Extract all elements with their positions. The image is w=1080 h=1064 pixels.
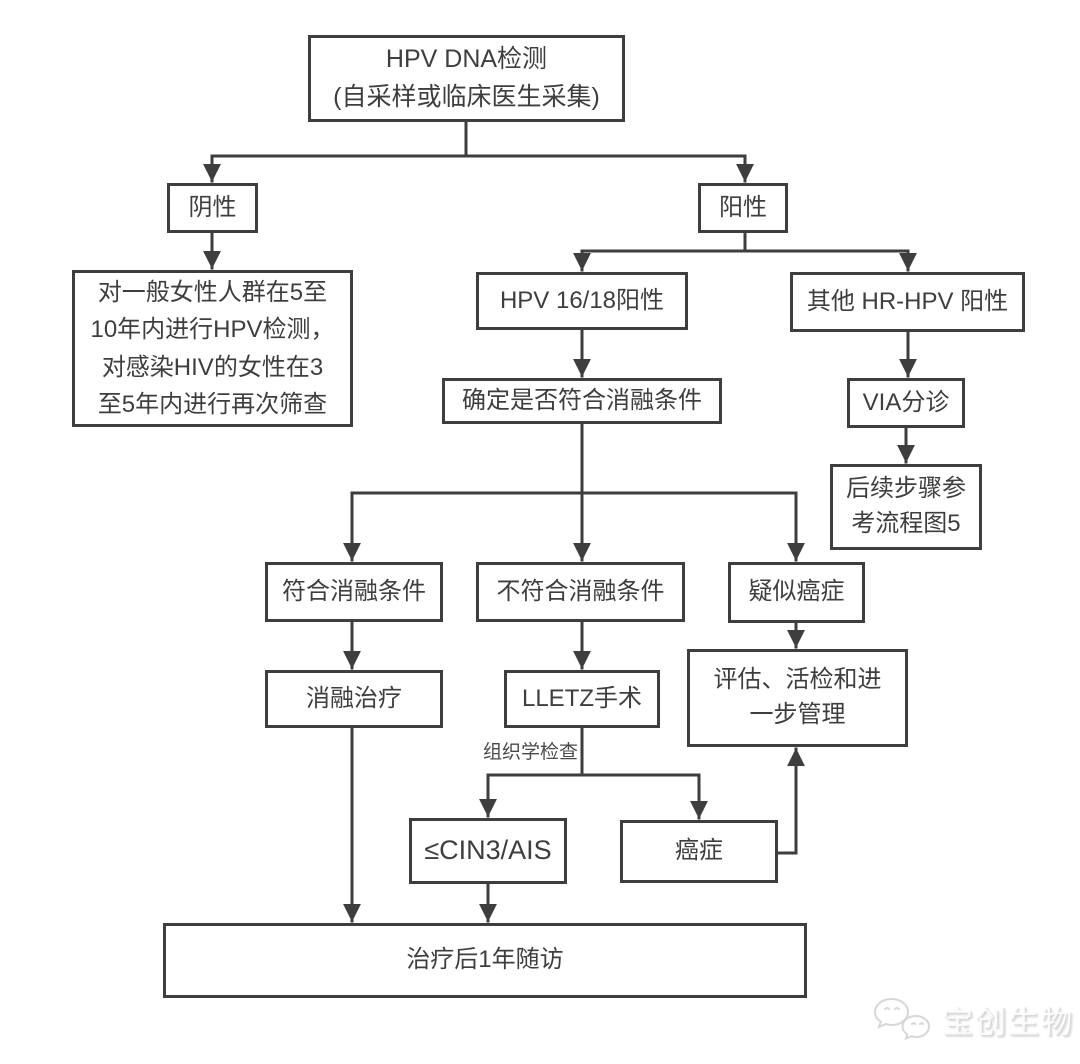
watermark: 宝创生物 — [872, 995, 1074, 1043]
connector-lines — [203, 120, 917, 923]
node-cin3-ais: ≤CIN3/AIS — [409, 818, 567, 884]
node-line: 后续步骤参 — [846, 475, 966, 503]
node-other-hr-hpv-positive: 其他 HR-HPV 阳性 — [790, 272, 1025, 332]
node-followup-1-year: 治疗后1年随访 — [163, 923, 807, 998]
node-lletz-surgery: LLETZ手术 — [504, 670, 660, 728]
wechat-bubbles-icon — [873, 997, 931, 1041]
node-line: 考流程图5 — [851, 510, 961, 537]
node-cancer: 癌症 — [620, 820, 778, 883]
node-hpv-16-18-positive: HPV 16/18阳性 — [476, 272, 688, 330]
node-not-eligible-for-ablation: 不符合消融条件 — [476, 562, 685, 622]
node-line: 评估、活检和进 — [713, 666, 882, 694]
node-suspected-cancer: 疑似癌症 — [728, 562, 865, 623]
node-via-triage: VIA分诊 — [847, 378, 965, 428]
node-ablation-eligibility-check: 确定是否符合消融条件 — [442, 378, 722, 424]
watermark-label: 宝创生物 — [942, 1004, 1074, 1040]
node-negative-followup: 对一般女性人群在5至 10年内进行HPV检测， 对感染HIV的女性在3 至5年内… — [72, 270, 353, 427]
node-ablation-treatment: 消融治疗 — [265, 670, 443, 728]
node-hpv-dna-test: HPV DNA检测 (自采样或临床医生采集) — [308, 35, 625, 122]
node-positive: 阳性 — [698, 183, 788, 233]
node-line: 至5年内进行再次筛查 — [97, 390, 328, 418]
node-line: 对感染HIV的女性在3 — [101, 353, 324, 381]
node-evaluation-biopsy-management: 评估、活检和进 一步管理 — [687, 649, 908, 747]
node-line: 对一般女性人群在5至 — [97, 279, 328, 307]
edge-label-histology: 组织学检查 — [482, 742, 578, 763]
node-next-steps-ref: 后续步骤参 考流程图5 — [830, 464, 982, 550]
node-eligible-for-ablation: 符合消融条件 — [265, 562, 443, 622]
node-negative: 阴性 — [167, 183, 258, 233]
node-line: 10年内进行HPV检测， — [90, 316, 335, 344]
node-line: (自采样或临床医生采集) — [333, 82, 600, 111]
node-line: HPV DNA检测 — [385, 45, 548, 73]
node-line: 一步管理 — [749, 701, 846, 728]
